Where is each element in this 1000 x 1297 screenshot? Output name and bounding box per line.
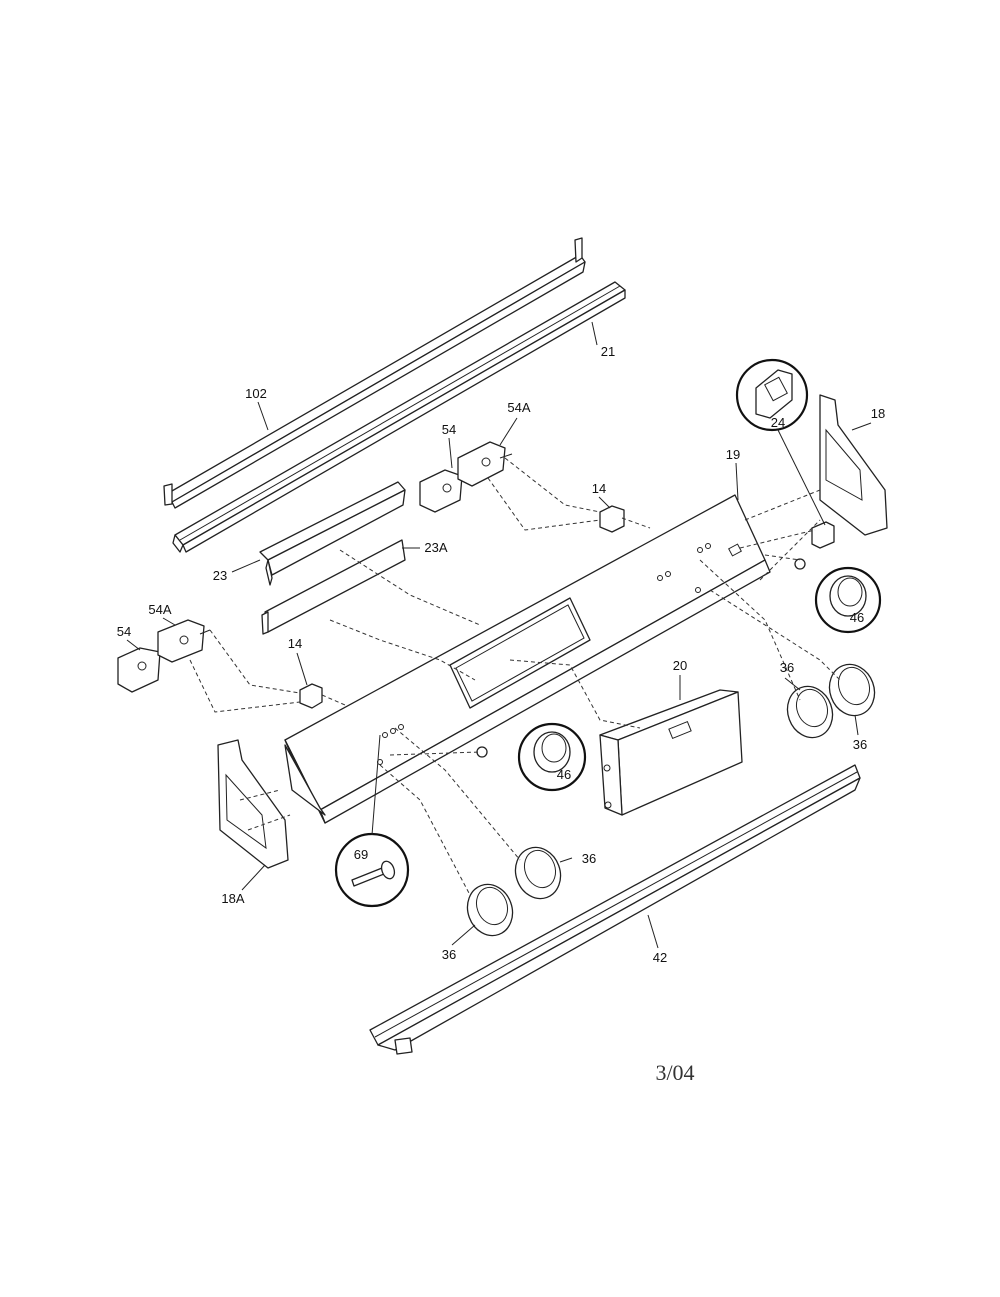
clock-control-20 (599, 689, 743, 816)
label-36-d: 36 (442, 947, 456, 962)
switch-24-small (811, 521, 835, 549)
date-code: 3/04 (655, 1060, 694, 1085)
end-cap-18a (217, 739, 289, 869)
label-14-top: 14 (592, 481, 606, 496)
label-36-b: 36 (853, 737, 867, 752)
callout-46-center (517, 722, 587, 792)
valve-54-left (117, 647, 161, 693)
end-cap-18 (819, 394, 888, 536)
bracket-23a (261, 539, 406, 635)
trim-42 (369, 764, 861, 1055)
rail-102 (163, 237, 586, 509)
label-19: 19 (726, 447, 740, 462)
label-46-center: 46 (557, 767, 571, 782)
callout-46-right (814, 566, 882, 634)
label-18a: 18A (221, 891, 244, 906)
callout-69 (334, 832, 410, 908)
leader-lines (126, 321, 872, 949)
label-46-right: 46 (850, 610, 864, 625)
label-20: 20 (673, 658, 687, 673)
valve-54a-left (157, 619, 211, 663)
knob-36-c (514, 846, 562, 900)
control-panel-19 (284, 494, 771, 824)
switch-14-top (599, 505, 625, 533)
label-18: 18 (871, 406, 885, 421)
label-23: 23 (213, 568, 227, 583)
knob-36-a (786, 685, 834, 739)
label-69: 69 (354, 847, 368, 862)
label-14-left: 14 (288, 636, 302, 651)
part-labels: 102 21 18 24 19 54 54A 14 23 23A 54 54A … (117, 344, 885, 965)
label-21: 21 (601, 344, 615, 359)
valve-54a-top (457, 441, 513, 487)
trim-21 (172, 281, 626, 553)
valve-54-top (419, 469, 463, 513)
label-102: 102 (245, 386, 267, 401)
callout-24 (735, 358, 809, 432)
switch-14-left (299, 683, 323, 709)
label-36-c: 36 (582, 851, 596, 866)
label-24: 24 (771, 415, 785, 430)
label-54a-top: 54A (507, 400, 530, 415)
assembly-dashed-lines (189, 457, 841, 896)
button-46-right-small (794, 558, 806, 570)
knob-36-b (828, 663, 876, 717)
knob-36-d (466, 883, 514, 937)
label-36-a: 36 (780, 660, 794, 675)
label-42: 42 (653, 950, 667, 965)
label-54-top: 54 (442, 422, 456, 437)
label-54-left: 54 (117, 624, 131, 639)
button-46-center-small (476, 746, 488, 758)
label-54a-left: 54A (148, 602, 171, 617)
bracket-23 (259, 481, 406, 586)
label-23a: 23A (424, 540, 447, 555)
